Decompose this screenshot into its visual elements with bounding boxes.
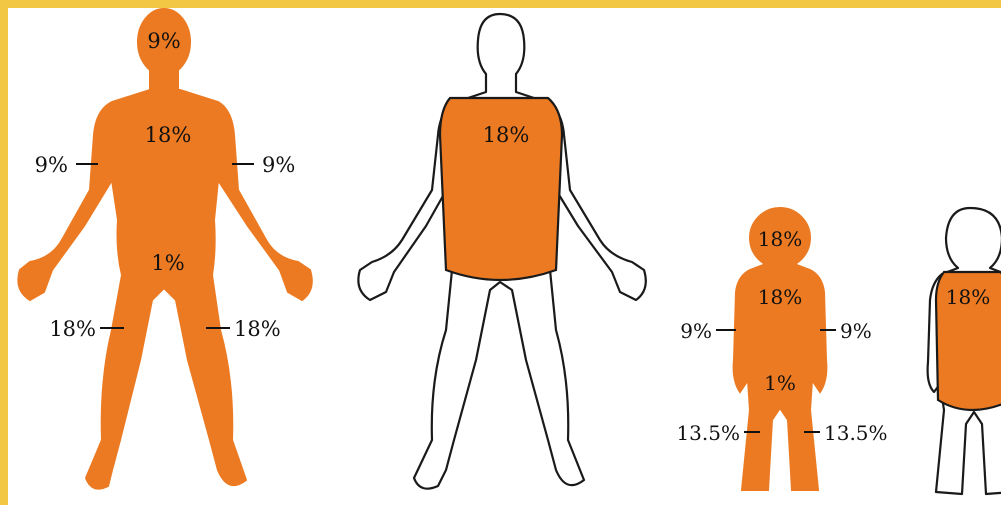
adult-left-arm-label: 9% [35, 153, 68, 177]
child-left-leg-label: 13.5% [676, 421, 740, 445]
child-back-figure [928, 208, 1001, 494]
child-chest-label: 18% [758, 285, 802, 309]
rule-of-nines-diagram: 9% 18% 9% 9% 1% 18% 18% 18% 18% 18% 9% 9… [8, 8, 1001, 505]
child-right-leg-label: 13.5% [824, 421, 888, 445]
adult-back-label: 18% [483, 123, 530, 147]
adult-front-figure [18, 9, 311, 489]
child-head-label: 18% [758, 227, 802, 251]
child-groin-label: 1% [764, 371, 796, 395]
adult-right-leg-label: 18% [234, 317, 281, 341]
adult-back-figure [358, 14, 645, 489]
child-back-label: 18% [946, 285, 990, 309]
adult-left-leg-label: 18% [49, 317, 96, 341]
body-figures: 9% 18% 9% 9% 1% 18% 18% 18% 18% 18% 9% 9… [8, 8, 1001, 505]
adult-front-body [18, 90, 311, 489]
adult-groin-label: 1% [151, 251, 184, 275]
child-left-arm-label: 9% [680, 319, 712, 343]
child-right-arm-label: 9% [840, 319, 872, 343]
adult-head-label: 9% [147, 29, 180, 53]
adult-chest-label: 18% [145, 123, 192, 147]
adult-right-arm-label: 9% [262, 153, 295, 177]
